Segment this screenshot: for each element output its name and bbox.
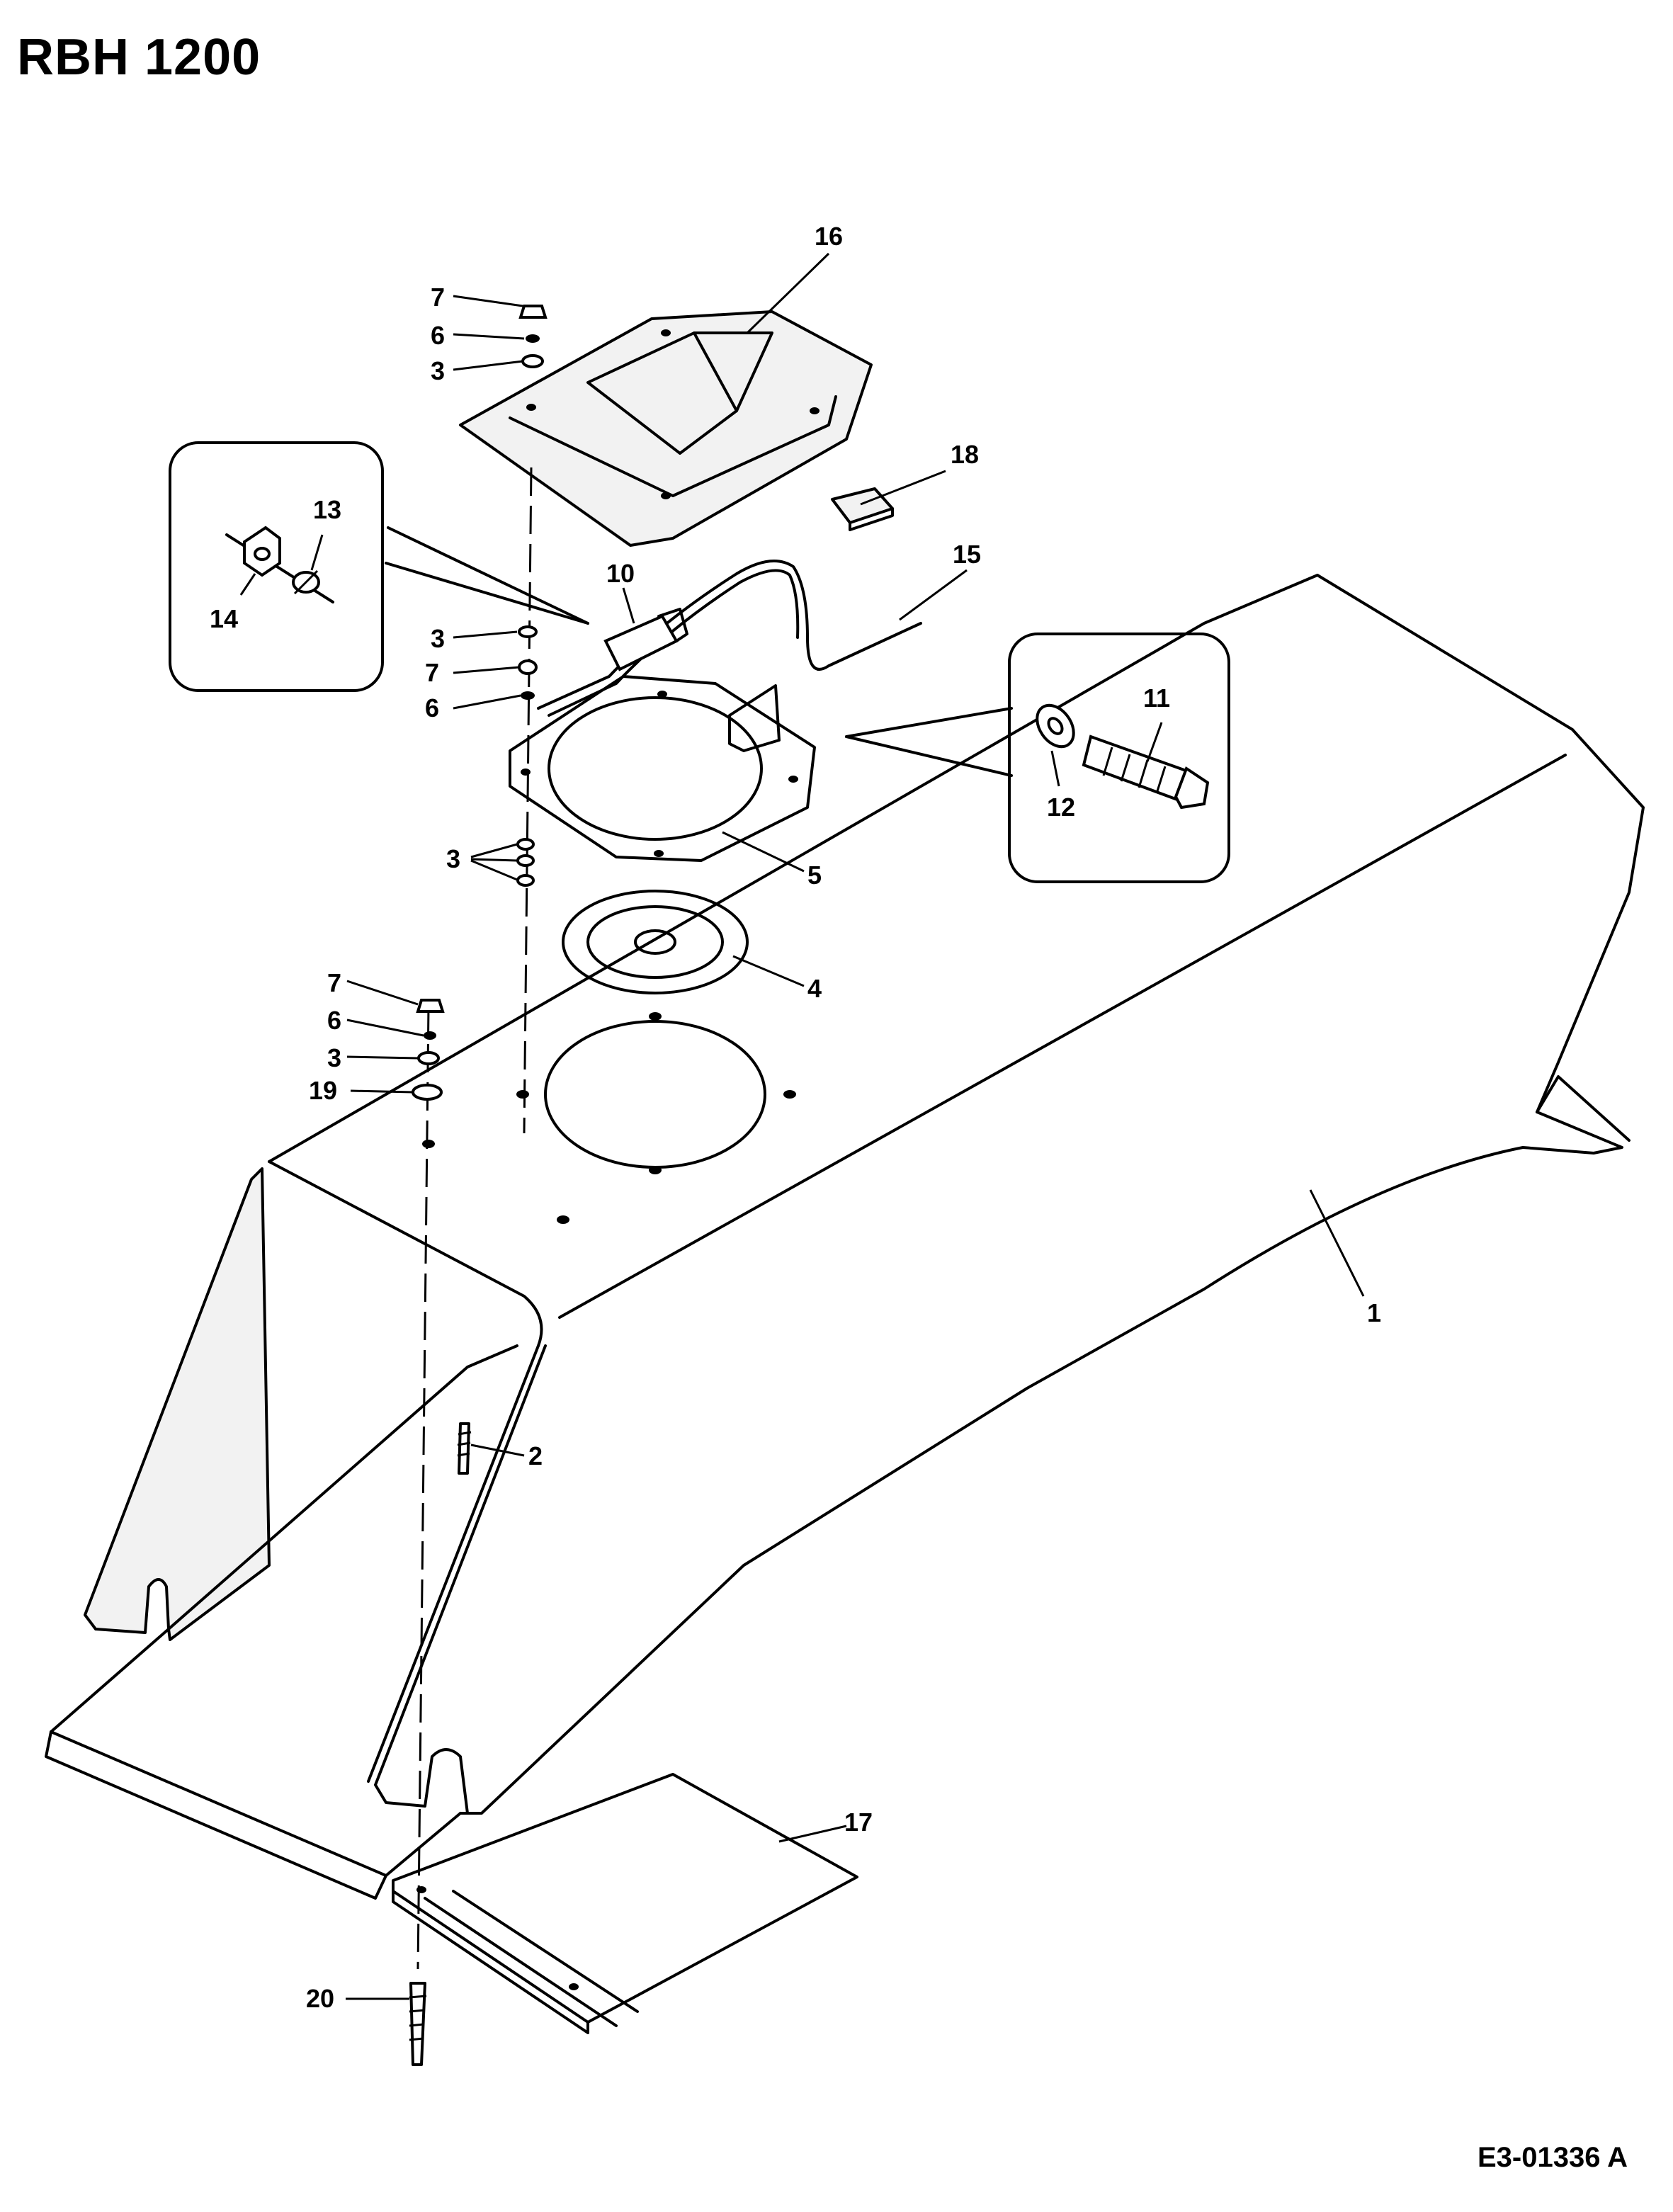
callout-3: 3 xyxy=(431,356,445,385)
callout-3: 3 xyxy=(327,1043,341,1072)
callout-6: 6 xyxy=(431,321,445,350)
callout-13: 13 xyxy=(313,495,341,524)
housing-body xyxy=(45,574,1645,1900)
sheet-title: RBH 1200 xyxy=(17,29,261,86)
callout-2: 2 xyxy=(528,1441,543,1470)
fastener-column xyxy=(409,305,548,2066)
callout-3: 3 xyxy=(431,624,445,653)
callout-17: 17 xyxy=(844,1808,873,1837)
cover xyxy=(459,310,873,547)
document-code: E3-01336 A xyxy=(1478,2142,1628,2173)
mounting-plate xyxy=(509,560,922,862)
inset-nut-washer xyxy=(169,441,589,692)
callout-4: 4 xyxy=(807,974,822,1003)
callout-7: 7 xyxy=(425,658,439,687)
callout-20: 20 xyxy=(306,1984,334,2013)
callout-10: 10 xyxy=(606,559,635,588)
switch xyxy=(603,608,688,671)
callout-7: 7 xyxy=(431,283,445,312)
callout-6: 6 xyxy=(327,1006,341,1035)
callout-15: 15 xyxy=(953,540,981,569)
inset-bolt-washer xyxy=(845,633,1230,883)
callout-18: 18 xyxy=(951,440,979,469)
leader-lines xyxy=(346,252,1365,2000)
callout-6: 6 xyxy=(425,693,439,722)
callout-3: 3 xyxy=(446,844,460,873)
callout-11: 11 xyxy=(1143,684,1170,713)
callout-7: 7 xyxy=(327,968,341,997)
callout-16: 16 xyxy=(815,222,843,251)
callout-14: 14 xyxy=(210,604,238,633)
callout-labels: 1 2 3 3 3 3 4 5 6 6 6 7 7 7 10 11 12 13 … xyxy=(210,222,1381,2013)
gasket-disc xyxy=(562,890,749,994)
callout-19: 19 xyxy=(309,1076,337,1105)
callout-1: 1 xyxy=(1367,1298,1381,1327)
bottom-plate xyxy=(392,1773,858,2034)
callout-12: 12 xyxy=(1047,793,1075,822)
callout-5: 5 xyxy=(807,861,822,890)
